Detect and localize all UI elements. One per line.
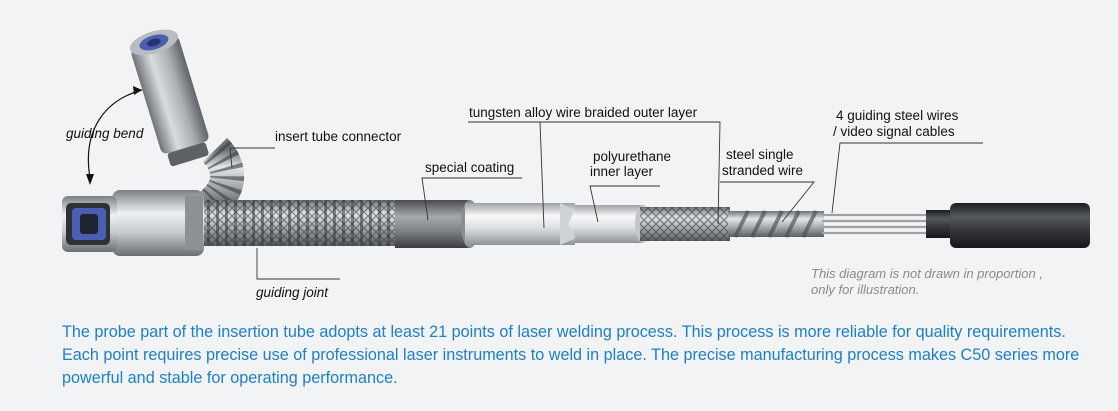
label-polyurethane-line2: inner layer <box>590 164 654 179</box>
proportion-note: This diagram is not drawn in proportion … <box>811 266 1043 298</box>
bend-arrow-icon <box>86 86 143 185</box>
label-guiding-wires-line1: 4 guiding steel wires <box>836 108 959 123</box>
guiding-wires <box>822 213 935 235</box>
label-insert-tube-connector: insert tube connector <box>275 129 402 144</box>
tungsten-braided-layer <box>465 203 576 245</box>
insert-tube-connector <box>129 29 209 167</box>
label-steel-wire-line1: steel single <box>726 147 794 162</box>
guiding-bend-section <box>196 137 245 222</box>
steel-stranded-wire <box>728 210 824 238</box>
label-guiding-wires-line2: / video signal cables <box>833 124 955 139</box>
label-polyurethane-line1: polyurethane <box>593 149 672 164</box>
label-guiding-joint: guiding joint <box>256 285 329 300</box>
label-steel-wire-line2: stranded wire <box>722 163 804 178</box>
braid-mesh <box>640 207 730 241</box>
label-guiding-bend: guiding bend <box>66 126 144 141</box>
polyurethane-inner-layer <box>575 205 651 243</box>
video-signal-cable <box>926 203 1090 248</box>
proportion-note-line2: only for illustration. <box>811 282 920 297</box>
label-tungsten-layer: tungsten alloy wire braided outer layer <box>469 105 698 120</box>
label-special-coating: special coating <box>425 160 515 175</box>
guiding-joint-section <box>200 200 400 246</box>
leader-lines <box>229 121 983 280</box>
proportion-note-line1: This diagram is not drawn in proportion … <box>811 266 1043 281</box>
probe-head <box>62 190 204 256</box>
description-paragraph: The probe part of the insertion tube ado… <box>62 323 1080 387</box>
